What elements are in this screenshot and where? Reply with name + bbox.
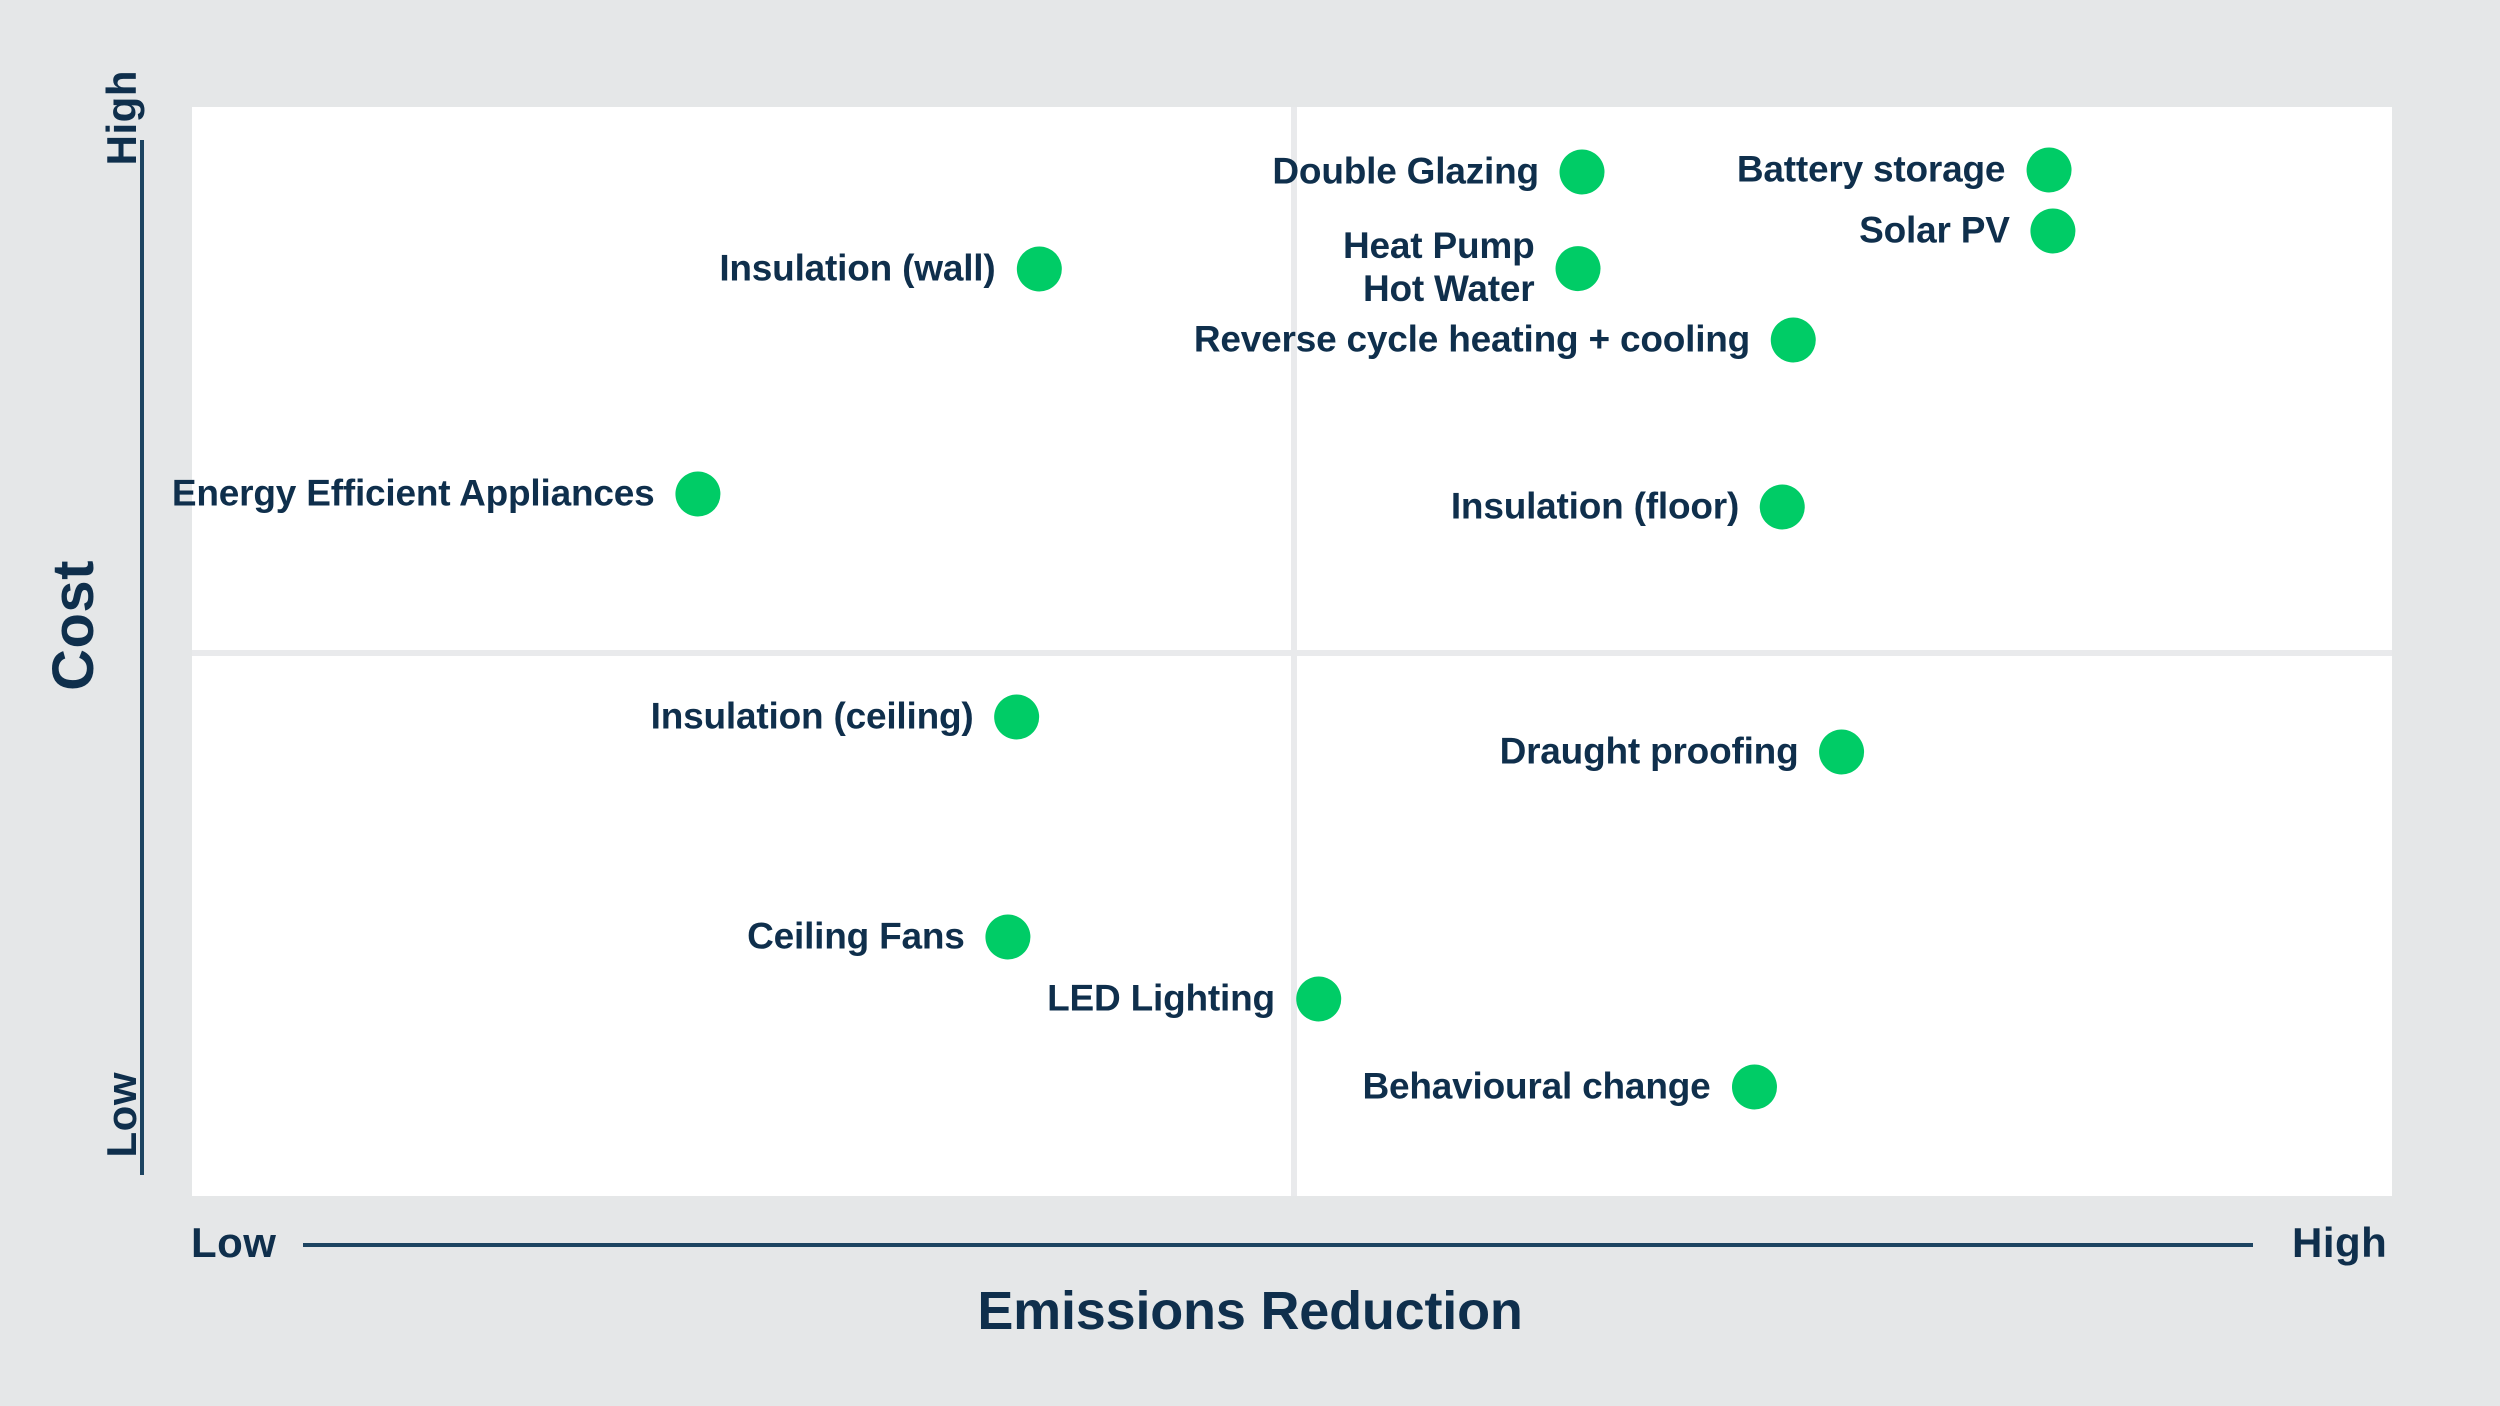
y-axis-low-tick-label: Low: [98, 1072, 145, 1158]
data-point-marker-icon: [675, 471, 721, 517]
data-point: Insulation (floor): [1450, 484, 1806, 530]
data-point-label: Double Glazing: [1272, 150, 1539, 192]
data-point-marker-icon: [1016, 246, 1062, 292]
data-point: Behavioural change: [1362, 1064, 1777, 1110]
data-point-marker-icon: [1555, 245, 1601, 291]
data-point-label: Insulation (ceiling): [650, 695, 974, 737]
data-point-marker-icon: [985, 914, 1031, 960]
quadrant-divider-horizontal: [192, 650, 2392, 656]
y-axis-high-tick-label: High: [98, 70, 145, 166]
x-axis-high-tick-label: High: [2292, 1219, 2388, 1266]
data-point: Double Glazing: [1272, 149, 1605, 195]
data-point: Insulation (wall): [719, 246, 1062, 292]
y-axis-title: Cost: [41, 560, 106, 691]
data-point-marker-icon: [1760, 484, 1806, 530]
data-point-marker-icon: [1559, 149, 1605, 195]
data-point-label: Solar PV: [1859, 209, 2010, 251]
data-point-marker-icon: [1731, 1064, 1777, 1110]
data-point-label: Ceiling Fans: [747, 915, 965, 957]
data-point-marker-icon: [1295, 976, 1341, 1022]
data-point-label: Behavioural change: [1362, 1065, 1711, 1107]
y-axis-line: [140, 140, 144, 1175]
data-point: Battery storage: [1736, 147, 2072, 193]
data-point: Draught proofing: [1499, 729, 1865, 775]
data-point: Insulation (ceiling): [650, 694, 1040, 740]
data-point-label: Draught proofing: [1499, 730, 1799, 772]
data-point: LED Lighting: [1047, 976, 1341, 1022]
data-point-marker-icon: [1819, 729, 1865, 775]
x-axis-title: Emissions Reduction: [977, 1281, 1523, 1341]
data-point: Reverse cycle heating + cooling: [1193, 317, 1817, 363]
x-axis-low-tick-label: Low: [191, 1219, 277, 1266]
data-point: Ceiling Fans: [747, 914, 1031, 960]
data-point-label: Energy Efficient Appliances: [171, 472, 655, 514]
x-axis-line: [303, 1243, 2253, 1247]
data-point-label: Battery storage: [1736, 148, 2006, 190]
data-point-label: Reverse cycle heating + cooling: [1193, 318, 1751, 360]
data-point: Energy Efficient Appliances: [171, 471, 721, 517]
data-point-marker-icon: [2026, 147, 2072, 193]
data-point-marker-icon: [994, 694, 1040, 740]
data-point: Solar PV: [1859, 208, 2076, 254]
data-point-label: Insulation (wall): [719, 247, 996, 289]
data-point-marker-icon: [1771, 317, 1817, 363]
data-point-label: Insulation (floor): [1450, 485, 1740, 527]
data-point-marker-icon: [2030, 208, 2076, 254]
data-point-label: LED Lighting: [1047, 977, 1275, 1019]
